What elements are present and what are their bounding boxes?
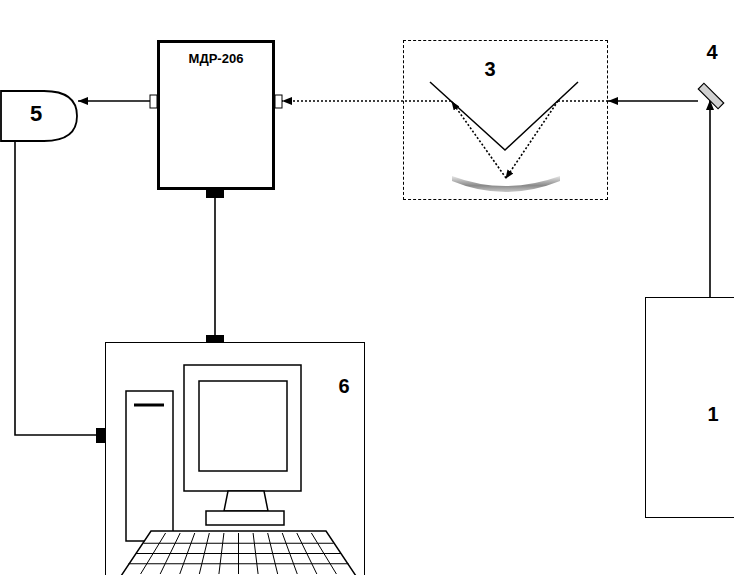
turning-mirror: 4	[690, 38, 730, 110]
input-port	[275, 95, 282, 108]
control-cable	[214, 198, 216, 335]
laser-beam	[709, 100, 711, 297]
callout-number: 4	[706, 41, 717, 63]
output-port	[150, 95, 157, 108]
computer-box-outline	[106, 343, 364, 575]
callout-number: 6	[338, 375, 349, 397]
device-name: МДР-206	[189, 52, 244, 66]
laser-box: 1	[645, 297, 734, 518]
concave-mirror	[452, 176, 560, 192]
signal-cable	[15, 137, 96, 435]
callout-number: 3	[484, 58, 495, 80]
cable-connector	[206, 190, 224, 198]
flat-mirrors	[430, 82, 578, 150]
light-beam	[282, 100, 403, 102]
mirror-block: 3	[403, 40, 608, 200]
callout-number: 5	[30, 102, 42, 126]
monochromator-box: МДР-206	[157, 40, 275, 190]
light-ray	[403, 101, 608, 178]
photodetector: 5	[0, 90, 78, 142]
callout-number: 1	[707, 403, 718, 425]
computer-box: 6	[105, 342, 365, 575]
light-beam	[608, 100, 698, 102]
light-beam	[78, 100, 150, 102]
